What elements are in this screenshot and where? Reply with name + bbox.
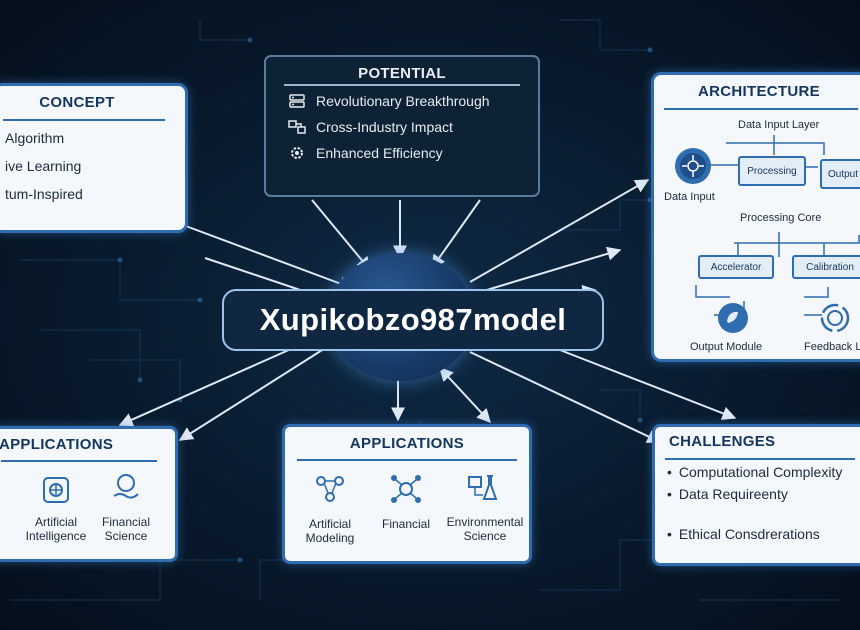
edge-potential-left: [311, 199, 371, 272]
output-module-icon: [718, 303, 748, 333]
edge-challenges-2: [559, 349, 737, 420]
edge-applications-center-r: [439, 366, 491, 424]
applications-center-divider: [297, 459, 517, 461]
applications-center-card: APPLICATIONS Artificial Modeling Financi…: [282, 424, 532, 564]
application-label: Financial Science: [101, 515, 151, 543]
server-icon: [289, 94, 305, 108]
edge-applications-left: [178, 339, 339, 441]
accelerator-box: Accelerator: [698, 255, 774, 279]
potential-item: Enhanced Efficiency: [288, 145, 443, 161]
concept-item: tum-Inspired: [5, 186, 83, 202]
challenge-item: Data Requireenty: [667, 486, 788, 502]
edge-architecture-2: [479, 246, 622, 293]
application-label: Financial: [381, 517, 431, 531]
potential-item-label: Enhanced Efficiency: [316, 145, 443, 161]
center-label: Xupikobzo987model: [222, 289, 604, 351]
potential-item: Revolutionary Breakthrough: [288, 93, 490, 109]
brain-chip-icon: [43, 477, 69, 503]
concept-item: Algorithm: [5, 130, 65, 146]
gear-icon: [291, 147, 303, 159]
molecule-icon: [316, 476, 344, 502]
processing-box: Processing: [738, 156, 806, 186]
applications-left-divider: [1, 460, 157, 462]
edge-concept: [174, 221, 354, 291]
potential-item-label: Revolutionary Breakthrough: [316, 93, 490, 109]
applications-left-title: APPLICATIONS: [0, 436, 114, 453]
concept-divider: [3, 119, 165, 121]
edge-applications-left-2: [118, 344, 301, 427]
data-input-label: Data Input: [664, 191, 715, 203]
edge-architecture-1: [469, 179, 650, 283]
application-label: Environmental Science: [446, 515, 524, 543]
calibration-box: Calibration: [792, 255, 860, 279]
edge-potential-right: [431, 199, 481, 270]
architecture-divider: [664, 108, 858, 110]
feedback-loop-icon: [820, 303, 850, 333]
challenges-title: CHALLENGES: [669, 433, 776, 450]
architecture-card: ARCHITECTURE Data Input Layer Data Input…: [651, 72, 860, 362]
potential-item-label: Cross-Industry Impact: [316, 119, 453, 135]
lab-flask-icon: [468, 475, 498, 500]
challenge-item: Computational Complexity: [667, 464, 842, 480]
data-input-layer-label: Data Input Layer: [738, 119, 820, 131]
potential-card: POTENTIAL Revolutionary Breakthrough Cro…: [264, 55, 540, 197]
data-input-icon: [675, 148, 711, 184]
potential-title: POTENTIAL: [358, 65, 446, 82]
challenges-card: CHALLENGES Computational Complexity Data…: [652, 424, 860, 566]
output-module-label: Output Module: [690, 341, 763, 353]
applications-left-card: APPLICATIONS Artificial Intelligence Fin…: [0, 426, 178, 562]
feedback-loop-label: Feedback Lo: [804, 341, 860, 353]
potential-divider: [284, 84, 520, 86]
concept-title: CONCEPT: [39, 94, 115, 111]
globe-hand-icon: [113, 474, 139, 499]
processing-core-label: Processing Core: [740, 212, 822, 224]
application-label: Artificial Intelligence: [25, 515, 87, 543]
challenges-divider: [665, 458, 855, 460]
application-label: Artificial Modeling: [305, 517, 355, 545]
network-icon: [288, 120, 306, 134]
concept-card: CONCEPT Algorithm ive Learning tum-Inspi…: [0, 83, 188, 233]
network-nodes-icon: [391, 475, 421, 503]
edge-challenges: [469, 351, 662, 443]
challenge-item: Ethical Consdrerations: [667, 526, 820, 542]
concept-item: ive Learning: [5, 158, 82, 174]
potential-item: Cross-Industry Impact: [288, 119, 453, 135]
applications-center-title: APPLICATIONS: [349, 435, 465, 452]
architecture-title: ARCHITECTURE: [698, 83, 820, 100]
output-box: Output M: [820, 159, 860, 189]
